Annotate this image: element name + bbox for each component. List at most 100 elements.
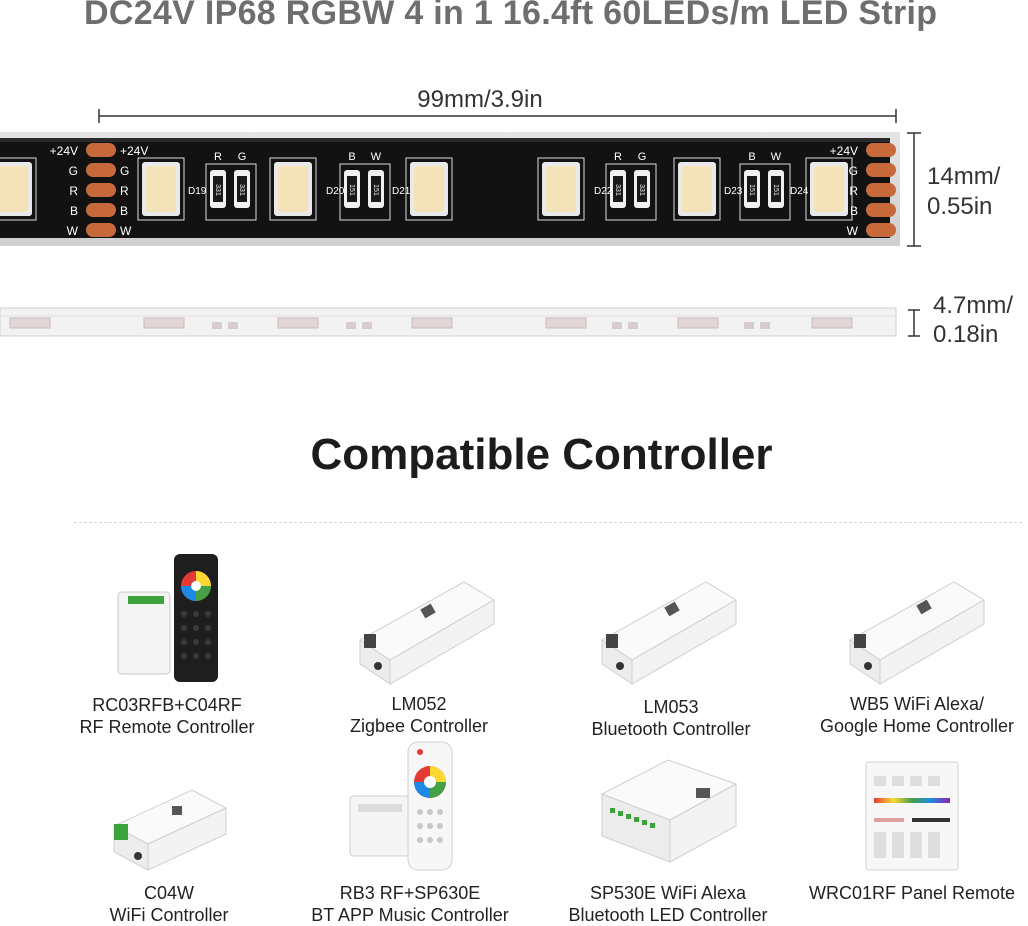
resistor-core: [237, 176, 247, 202]
controller-caption-1: RC03RFB+C04RF RF Remote Controller: [42, 694, 292, 738]
width-label-line1: 14mm/: [927, 163, 1001, 190]
resistor-core: [747, 176, 757, 202]
resistor-core: [637, 176, 647, 202]
solder-pad: [86, 183, 116, 197]
led-lens: [146, 166, 176, 212]
pad-label: G: [120, 164, 129, 178]
led-designator: D19: [188, 186, 207, 197]
pad-label: G: [69, 164, 78, 178]
side-component: [362, 322, 372, 329]
controller-caption-3: LM053 Bluetooth Controller: [556, 696, 786, 740]
width-dimension-line: [907, 132, 921, 247]
led-lens: [682, 166, 712, 212]
controller-caption-7: SP530E WiFi Alexa Bluetooth LED Controll…: [550, 882, 786, 926]
controller-caption-4: WB5 WiFi Alexa/ Google Home Controller: [800, 693, 1028, 737]
solder-pad: [86, 223, 116, 237]
led-lens: [278, 166, 308, 212]
channel-label: W: [371, 151, 382, 163]
side-component: [744, 322, 754, 329]
side-component: [143, 317, 185, 329]
controller-caption-8: WRC01RF Panel Remote: [800, 882, 1024, 904]
controller-model-5: C04W: [143, 883, 194, 903]
channel-label: G: [238, 151, 247, 163]
led-designator: D20: [326, 186, 345, 197]
bluetooth-controller-image: [601, 581, 737, 685]
height-label-line1: 4.7mm/: [933, 292, 1014, 319]
side-component: [760, 322, 770, 329]
led-outline: [537, 157, 585, 221]
led-outline: [805, 157, 853, 221]
resistor-outline: [205, 163, 257, 221]
width-label-line2: 0.55in: [927, 193, 993, 220]
side-component: [811, 317, 853, 329]
wifi-controller-image: [112, 789, 228, 871]
wifi-alexa-controller-image: [849, 581, 985, 685]
side-component: [228, 322, 238, 329]
controller-model-7: SP530E WiFi Alexa: [589, 883, 747, 903]
section-divider: [74, 522, 1022, 523]
solder-pad: [86, 143, 116, 157]
height-dimension-line: [908, 309, 920, 337]
resistor-core: [347, 176, 357, 202]
side-component: [346, 322, 356, 329]
side-component: [411, 317, 453, 329]
resistor-core: [771, 176, 781, 202]
solder-pad: [86, 163, 116, 177]
height-label-line2: 0.18in: [933, 321, 999, 348]
led-designator: D23: [724, 186, 743, 197]
led-outline: [137, 157, 185, 221]
led-outline: [269, 157, 317, 221]
rf-remote-controller-image: [117, 554, 218, 682]
controller-model-3: LM053: [643, 697, 699, 717]
bluetooth-led-controller-image: [600, 759, 738, 863]
controller-caption-5: C04W WiFi Controller: [64, 882, 274, 926]
controller-caption-2: LM052 Zigbee Controller: [304, 693, 534, 737]
pad-label: W: [847, 224, 859, 238]
controller-model-6: RB3 RF+SP630E: [339, 883, 481, 903]
led-strip-side-view: [0, 307, 897, 337]
controller-desc-1: RF Remote Controller: [79, 717, 255, 737]
pad-label: +24V: [830, 144, 858, 158]
resistor-outline: [739, 163, 791, 221]
controller-desc-4: Google Home Controller: [819, 716, 1015, 736]
resistor-code: 151: [772, 184, 779, 196]
pad-label: B: [850, 204, 858, 218]
led-outline: [405, 157, 453, 221]
resistor-outline: [339, 163, 391, 221]
led-lens: [546, 166, 576, 212]
channel-label: R: [614, 151, 622, 163]
resistor-outline: [605, 163, 657, 221]
led-outline: [673, 157, 721, 221]
resistor-core: [213, 176, 223, 202]
pad-label: +24V: [120, 144, 148, 158]
pad-label: R: [120, 184, 129, 198]
pad-label: B: [70, 204, 78, 218]
solder-pad: [86, 203, 116, 217]
side-component: [628, 322, 638, 329]
solder-pad: [866, 183, 896, 197]
pad-label: B: [120, 204, 128, 218]
panel-remote-image: [865, 761, 959, 871]
controller-desc-2: Zigbee Controller: [349, 716, 489, 736]
side-component: [612, 322, 622, 329]
resistor-code: 331: [614, 184, 621, 196]
pad-label: W: [120, 224, 132, 238]
channel-label: W: [771, 151, 782, 163]
controller-model-8: WRC01RF Panel Remote: [808, 883, 1016, 903]
controller-model-4: WB5 WiFi Alexa/: [849, 694, 985, 714]
solder-pad: [866, 223, 896, 237]
pad-label: R: [69, 184, 78, 198]
pad-label: +24V: [50, 144, 78, 158]
page-title: DC24V IP68 RGBW 4 in 1 16.4ft 60LEDs/m L…: [84, 0, 938, 32]
channel-label: G: [638, 151, 647, 163]
pad-label: W: [67, 224, 79, 238]
channel-label: B: [348, 151, 355, 163]
music-controller-image: [349, 741, 453, 871]
side-component: [545, 317, 587, 329]
led-designator: D21: [392, 186, 411, 197]
resistor-core: [371, 176, 381, 202]
resistor-code: 331: [214, 184, 221, 196]
zigbee-controller-image: [359, 581, 495, 685]
controller-caption-6: RB3 RF+SP630E BT APP Music Controller: [290, 882, 530, 926]
